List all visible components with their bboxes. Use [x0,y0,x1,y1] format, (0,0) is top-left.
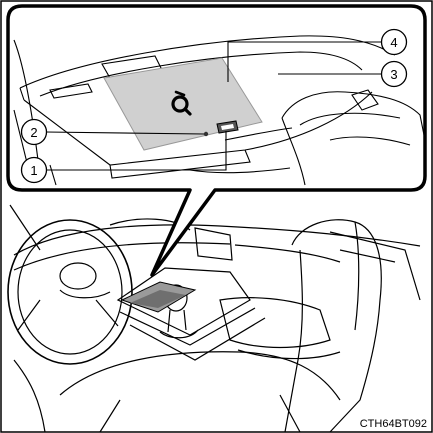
callout-4: 4 [382,30,407,55]
callout-2-label: 2 [30,125,37,140]
figure-code: CTH64BT092 [360,418,427,430]
callout-3: 3 [382,62,407,87]
callout-2: 2 [22,120,47,145]
callout-4-label: 4 [390,35,397,50]
operation-indicator-light [204,132,208,136]
callout-3-label: 3 [390,67,397,82]
callout-1: 1 [22,158,47,183]
callout-1-label: 1 [30,163,37,178]
